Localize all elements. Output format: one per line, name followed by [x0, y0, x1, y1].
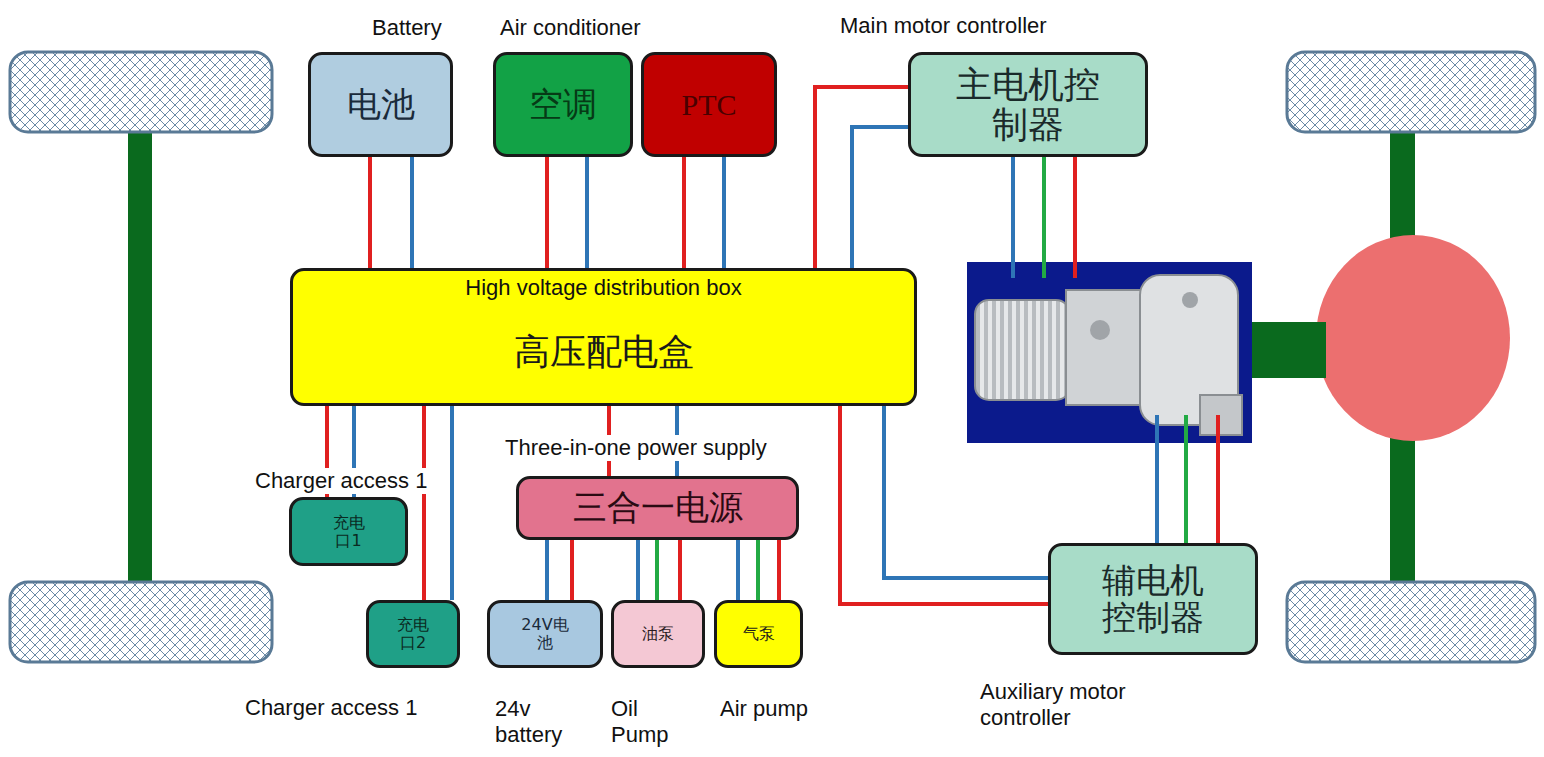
part-name: Three-in-one power supply	[503, 435, 769, 461]
part-name: Charger access 1	[243, 695, 419, 721]
power-wire	[422, 406, 426, 600]
auxiliary-motor-controller-box: 辅电机 控制器Auxiliary motor controller	[1048, 543, 1258, 655]
power-wire	[570, 540, 574, 600]
power-wire	[840, 406, 1048, 604]
motor-junction-box	[1200, 395, 1242, 435]
part-name: Auxiliary motor controller	[978, 679, 1187, 732]
charger-port-box: Charger access 1充电 口1	[289, 497, 408, 566]
power-wire	[655, 540, 659, 600]
motor-detail	[1090, 320, 1110, 340]
power-wire	[852, 127, 908, 268]
motor-backdrop	[967, 262, 1252, 443]
part-name: Charger access 1	[253, 468, 429, 494]
box-label: 三合一电源	[573, 489, 743, 526]
box-label: 充电 口1	[329, 514, 369, 549]
box-label: 气泵	[743, 625, 775, 643]
box-label: 充电 口2	[393, 616, 433, 651]
distribution-box: High voltage distribution box 高压配电盒	[290, 268, 917, 406]
box-label: 高压配电盒	[514, 332, 694, 372]
power-wire	[777, 540, 781, 600]
wheel	[10, 52, 272, 132]
power-wire	[736, 540, 740, 600]
power-wire	[450, 406, 454, 600]
box-label: 空调	[529, 86, 597, 123]
box-heading: High voltage distribution box	[293, 275, 914, 301]
motor-wires	[1013, 157, 1218, 543]
low-voltage-battery-box: 24V电 池24v battery	[487, 600, 603, 668]
power-wire	[545, 157, 549, 268]
main-motor-controller-box: Main motor controller主电机控 制器	[908, 52, 1148, 157]
part-name: 24v battery	[493, 696, 579, 749]
motor-housing	[975, 300, 1070, 400]
differential	[1316, 235, 1510, 441]
motor-housing	[1066, 290, 1146, 405]
oil-pump-box: 油泵Oil Pump	[611, 600, 705, 668]
power-wire	[545, 540, 549, 600]
box-label: 主电机控 制器	[933, 65, 1123, 144]
part-name: Air conditioner	[498, 15, 643, 41]
part-name: Air pump	[718, 696, 810, 722]
power-wire	[410, 157, 414, 268]
power-wire	[678, 540, 682, 600]
power-wire	[682, 157, 686, 268]
part-name: Main motor controller	[838, 13, 1049, 39]
charger-port-box: 充电 口2Charger access 1	[366, 600, 460, 668]
battery-box: Battery电池	[308, 52, 453, 157]
box-label: 电池	[347, 86, 415, 123]
part-name: Oil Pump	[609, 696, 677, 749]
power-wire	[636, 540, 640, 600]
power-wire	[884, 406, 1048, 578]
part-name: Battery	[370, 15, 444, 41]
box-label: 油泵	[642, 625, 674, 643]
box-label: PTC	[681, 88, 736, 121]
motor-detail	[1182, 292, 1198, 308]
power-wire	[722, 157, 726, 268]
axle	[128, 132, 152, 582]
air-pump-box: 气泵Air pump	[714, 600, 803, 668]
ptc-heater-box: PTC	[641, 52, 777, 157]
box-label: 24V电 池	[520, 616, 570, 651]
power-supply-box: Three-in-one power supply三合一电源	[516, 476, 799, 540]
power-wire	[368, 157, 372, 268]
power-wire	[815, 87, 908, 268]
power-wire	[756, 540, 760, 600]
wheel	[10, 582, 272, 662]
wheel	[1287, 52, 1535, 132]
air-conditioner-box: Air conditioner空调	[493, 52, 633, 157]
power-wire	[585, 157, 589, 268]
wheel	[1287, 582, 1535, 662]
box-label: 辅电机 控制器	[1088, 562, 1218, 637]
